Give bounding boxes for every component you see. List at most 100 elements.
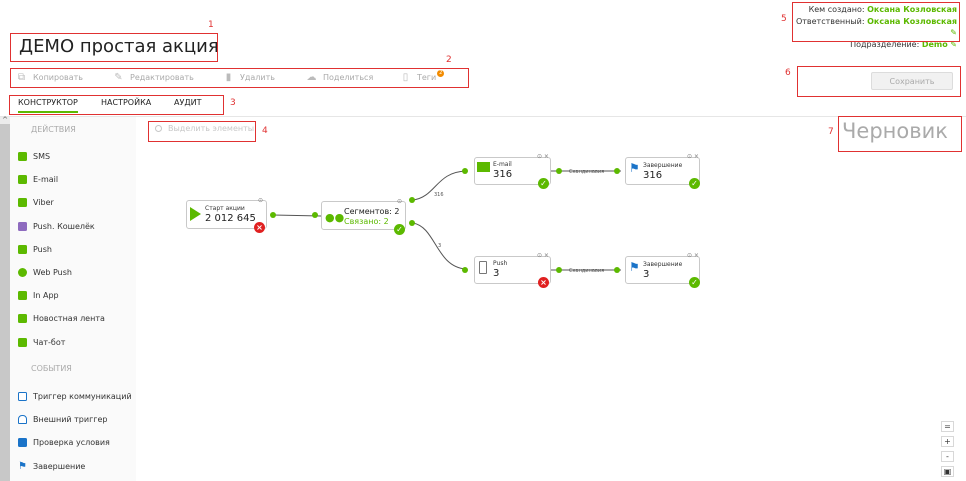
input-port[interactable] xyxy=(614,168,620,174)
sidebar-item-trigger[interactable]: Триггер коммуникаций xyxy=(18,392,132,401)
minimap-button[interactable]: ▣ xyxy=(941,466,954,477)
error-status-icon: × xyxy=(254,222,265,233)
annotation-box-save xyxy=(797,66,961,97)
zoom-out-button[interactable]: - xyxy=(941,451,954,462)
tags-count-badge: 2 xyxy=(437,70,445,77)
edge-segments-email xyxy=(412,170,467,201)
sidebar-item-external-trigger[interactable]: Внешний триггер xyxy=(18,415,107,424)
edge-condition-label: Скандинавия xyxy=(569,268,605,274)
flow-node-finish-top[interactable]: ⚑ Завершение 316 ✓ ⊙ × xyxy=(625,153,700,189)
annotation-box-title xyxy=(10,33,218,62)
tabs: КОНСТРУКТОР НАСТРОЙКА АУДИТ xyxy=(9,96,224,113)
input-port[interactable] xyxy=(462,168,468,174)
segments-title: Сегментов: 2 xyxy=(344,207,400,216)
zoom-in-button[interactable]: + xyxy=(941,436,954,447)
sidebar-item-label: Проверка условия xyxy=(33,438,110,447)
annotation-box-toolbar xyxy=(10,68,469,88)
web-push-icon xyxy=(18,268,27,277)
zoom-fit-button[interactable]: = xyxy=(941,421,954,432)
node-controls-icon[interactable]: ⊙ × xyxy=(537,252,549,259)
segments-linked: Связано: 2 xyxy=(344,217,389,226)
input-port[interactable] xyxy=(614,267,620,273)
ok-status-icon: ✓ xyxy=(538,178,549,189)
flow-node-email[interactable]: E-mail 316 ✓ ⊙ × xyxy=(474,153,551,189)
highlight-label: Выделить элементы xyxy=(168,124,255,133)
sms-icon xyxy=(18,152,27,161)
divider xyxy=(0,116,966,117)
edge-count-label: 316 xyxy=(434,192,444,198)
finish-bottom-value: 3 xyxy=(643,269,650,280)
trigger-icon xyxy=(18,392,27,401)
sidebar-item-news-feed[interactable]: Новостная лента xyxy=(18,314,105,323)
sidebar-item-wallet[interactable]: Push. Кошелёк xyxy=(18,222,95,231)
page-title: ДЕМО простая акция xyxy=(19,36,219,57)
input-port[interactable] xyxy=(312,212,318,218)
ok-status-icon: ✓ xyxy=(689,178,700,189)
owner-info: Кем создано: Оксана Козловская Ответстве… xyxy=(795,4,957,50)
ok-status-icon: ✓ xyxy=(689,277,700,288)
sidebar-item-label: Завершение xyxy=(33,462,86,471)
email-icon xyxy=(18,175,27,184)
flow-canvas[interactable]: Старт акции 2 012 645 × ⊙ ●● Сегментов: … xyxy=(136,117,966,481)
output-port[interactable] xyxy=(556,168,562,174)
output-port[interactable] xyxy=(409,197,415,203)
sidebar-item-web-push[interactable]: Web Push xyxy=(18,268,72,277)
save-button[interactable]: Сохранить xyxy=(871,72,953,90)
tab-constructor[interactable]: КОНСТРУКТОР xyxy=(18,96,78,113)
annotation-number: 6 xyxy=(785,68,791,78)
flow-node-segments[interactable]: ●● Сегментов: 2 Связано: 2 ✓ ⊙ xyxy=(321,198,406,235)
trash-icon: ▮ xyxy=(225,72,232,83)
sidebar-item-condition[interactable]: Проверка условия xyxy=(18,438,110,447)
tab-settings[interactable]: НАСТРОЙКА xyxy=(101,98,152,107)
sidebar-item-in-app[interactable]: In App xyxy=(18,291,59,300)
share-button[interactable]: ☁Поделиться xyxy=(306,69,374,86)
highlight-elements-toggle[interactable]: Выделить элементы xyxy=(155,124,254,133)
copy-button[interactable]: ⧉Копировать xyxy=(16,69,83,86)
sidebar-item-finish[interactable]: ⚑Завершение xyxy=(18,462,86,472)
error-status-icon: × xyxy=(538,277,549,288)
node-controls-icon[interactable]: ⊙ × xyxy=(687,153,699,160)
finish-flag-icon: ⚑ xyxy=(629,260,640,274)
finish-top-value: 316 xyxy=(643,170,663,181)
flow-node-push[interactable]: Push 3 × ⊙ × xyxy=(474,252,551,288)
sidebar-item-label: Web Push xyxy=(33,268,72,277)
output-port[interactable] xyxy=(409,220,415,226)
node-controls-icon[interactable]: ⊙ × xyxy=(687,252,699,259)
sidebar-item-label: Чат-бот xyxy=(33,338,66,347)
output-port[interactable] xyxy=(270,212,276,218)
external-trigger-icon xyxy=(18,415,27,424)
status-badge: Черновик xyxy=(842,119,948,143)
sidebar-item-email[interactable]: E-mail xyxy=(18,175,58,184)
sidebar-item-viber[interactable]: Viber xyxy=(18,198,54,207)
circle-icon xyxy=(155,125,162,132)
start-title: Старт акции xyxy=(205,205,245,212)
input-port[interactable] xyxy=(462,267,468,273)
copy-label: Копировать xyxy=(33,73,83,82)
node-settings-icon[interactable]: ⊙ xyxy=(258,197,264,204)
delete-button[interactable]: ▮Удалить xyxy=(223,69,275,86)
ok-status-icon: ✓ xyxy=(394,224,405,235)
left-scrollbar[interactable] xyxy=(0,117,10,481)
annotation-number: 5 xyxy=(781,14,787,24)
node-settings-icon[interactable]: ⊙ xyxy=(397,198,403,205)
sidebar-item-chatbot[interactable]: Чат-бот xyxy=(18,338,65,347)
sidebar-item-sms[interactable]: SMS xyxy=(18,152,50,161)
sidebar-item-push[interactable]: Push xyxy=(18,245,52,254)
edit-division-icon[interactable]: ✎ xyxy=(950,39,957,49)
edit-responsible-icon[interactable]: ✎ xyxy=(950,28,957,37)
created-by-value[interactable]: Оксана Козловская xyxy=(867,5,957,14)
start-value: 2 012 645 xyxy=(205,213,256,224)
responsible-value[interactable]: Оксана Козловская xyxy=(867,16,957,26)
push-title: Push xyxy=(493,260,508,267)
flow-node-finish-bottom[interactable]: ⚑ Завершение 3 ✓ ⊙ × xyxy=(625,252,700,288)
division-value[interactable]: Demo xyxy=(921,39,948,49)
tab-audit[interactable]: АУДИТ xyxy=(174,98,202,107)
collapse-chevron-icon[interactable]: ^ xyxy=(0,117,10,124)
finish-flag-icon: ⚑ xyxy=(629,161,640,175)
flow-node-start[interactable]: Старт акции 2 012 645 × ⊙ xyxy=(186,197,267,233)
events-header: СОБЫТИЯ xyxy=(31,364,72,373)
edit-button[interactable]: ✎Редактировать xyxy=(113,69,194,86)
output-port[interactable] xyxy=(556,267,562,273)
node-controls-icon[interactable]: ⊙ × xyxy=(537,153,549,160)
